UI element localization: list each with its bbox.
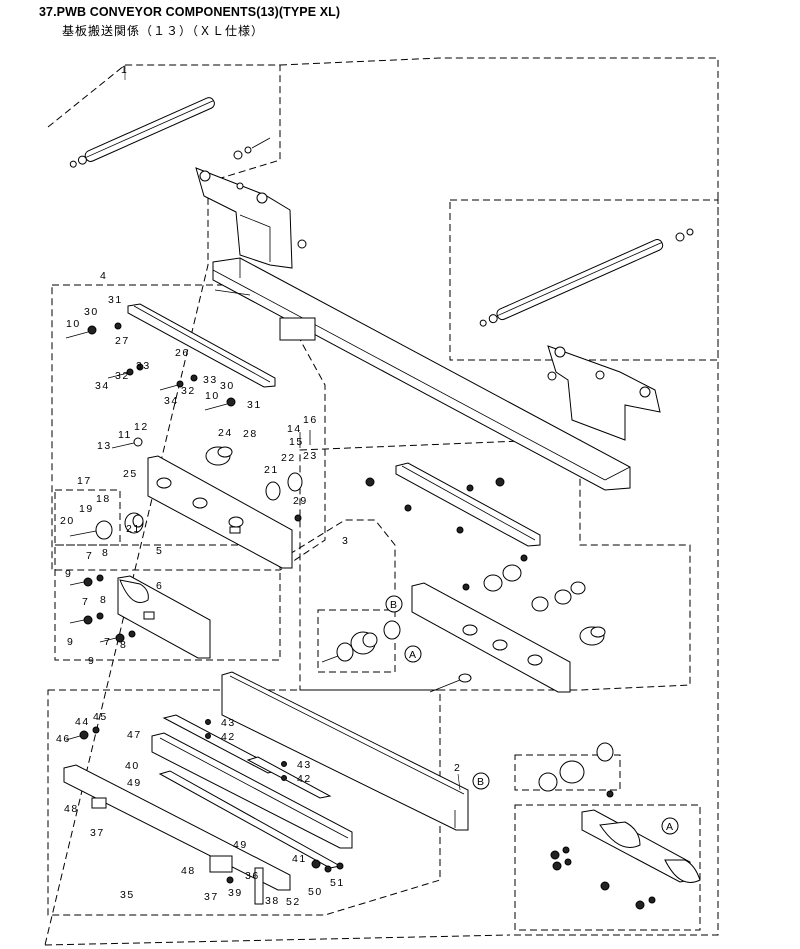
callout: 33: [136, 360, 151, 372]
callout: 32: [181, 385, 196, 397]
callout: 46: [56, 733, 71, 745]
callout: 42: [221, 731, 236, 743]
reference-markers: B A B A: [385, 595, 679, 835]
callout: 34: [95, 380, 110, 392]
callout: 24: [218, 427, 233, 439]
callout: 29: [293, 495, 308, 507]
lower-conveyor-assembly-35: [63, 714, 353, 905]
marker-a: A: [666, 821, 675, 833]
top-left-shaft-assembly: [69, 65, 307, 269]
callout: 30: [220, 380, 235, 392]
callout: 47: [127, 729, 142, 741]
callout: 3: [342, 535, 349, 547]
page-title: 37.PWB CONVEYOR COMPONENTS(13)(TYPE XL): [39, 5, 341, 19]
callout: 32: [115, 370, 130, 382]
main-frame-rail: [212, 257, 631, 491]
callout: 37: [90, 827, 105, 839]
callout: 20: [60, 515, 75, 527]
callout: 38: [265, 895, 280, 907]
callout: 34: [164, 395, 179, 407]
callout: 6: [156, 580, 163, 592]
callout: 26: [175, 347, 190, 359]
marker-b: B: [390, 599, 399, 611]
right-guide-assembly: [321, 462, 606, 693]
callout: 43: [297, 759, 312, 771]
callout: 50: [308, 886, 323, 898]
lower-right-assembly: [538, 742, 701, 910]
callout: 43: [221, 717, 236, 729]
callout: 7: [104, 636, 111, 648]
callout: 2: [454, 762, 461, 774]
callout: 27: [115, 335, 130, 347]
callout: 14: [287, 423, 302, 435]
callout: 16: [303, 414, 318, 426]
callout: 51: [330, 877, 345, 889]
callout: 25: [123, 468, 138, 480]
callout: 31: [247, 399, 262, 411]
callout: 19: [79, 503, 94, 515]
callout: 28: [243, 428, 258, 440]
callout: 7: [82, 596, 89, 608]
callout: 9: [88, 655, 95, 667]
callout: 8: [120, 639, 127, 651]
callout: 21: [264, 464, 279, 476]
callout: 40: [125, 760, 140, 772]
callout: 49: [127, 777, 142, 789]
callout: 12: [134, 421, 149, 433]
callout: 11: [118, 429, 132, 441]
callout: 8: [102, 547, 109, 559]
page-subtitle: 基板搬送関係（１３）（ＸＬ仕様）: [62, 24, 265, 38]
lower-rail-2: [221, 671, 469, 831]
callout: 35: [120, 889, 135, 901]
callout: 33: [203, 374, 218, 386]
callout: 48: [64, 803, 79, 815]
callout: 42: [297, 773, 312, 785]
callout: 9: [65, 568, 72, 580]
callout: 10: [205, 390, 220, 402]
callout: 22: [281, 452, 296, 464]
callout: 41: [292, 853, 307, 865]
callout: 8: [100, 594, 107, 606]
side-plate-assembly-5: [69, 574, 211, 659]
right-shaft-assembly: [479, 228, 694, 441]
guide-rail-assembly: [65, 303, 311, 569]
callout: 18: [96, 493, 111, 505]
callout: 9: [67, 636, 74, 648]
callout: 10: [66, 318, 81, 330]
callout: 15: [289, 436, 304, 448]
marker-b: B: [477, 776, 486, 788]
callout: 37: [204, 891, 219, 903]
callout: 48: [181, 865, 196, 877]
callout: 4: [100, 270, 107, 282]
callout: 52: [286, 896, 301, 908]
callout: 31: [108, 294, 123, 306]
callout: 45: [93, 711, 108, 723]
callout: 21: [126, 523, 141, 535]
callout: 30: [84, 306, 99, 318]
callout: 13: [97, 440, 112, 452]
callout-labels: 1 2 3 4 5 6 7 7 7 8 8 8 9 9 9 10 10 11 1…: [56, 64, 461, 908]
marker-a: A: [409, 649, 418, 661]
callout: 23: [303, 450, 318, 462]
callout: 44: [75, 716, 90, 728]
callout: 17: [77, 475, 92, 487]
callout: 49: [233, 839, 248, 851]
bearing-subassembly-17: [69, 512, 144, 540]
callout: 1: [121, 64, 128, 76]
callout: 5: [156, 545, 163, 557]
callout: 39: [228, 887, 243, 899]
assembly-boundaries: [44, 57, 719, 946]
callout: 36: [245, 870, 260, 882]
callout: 7: [86, 550, 93, 562]
